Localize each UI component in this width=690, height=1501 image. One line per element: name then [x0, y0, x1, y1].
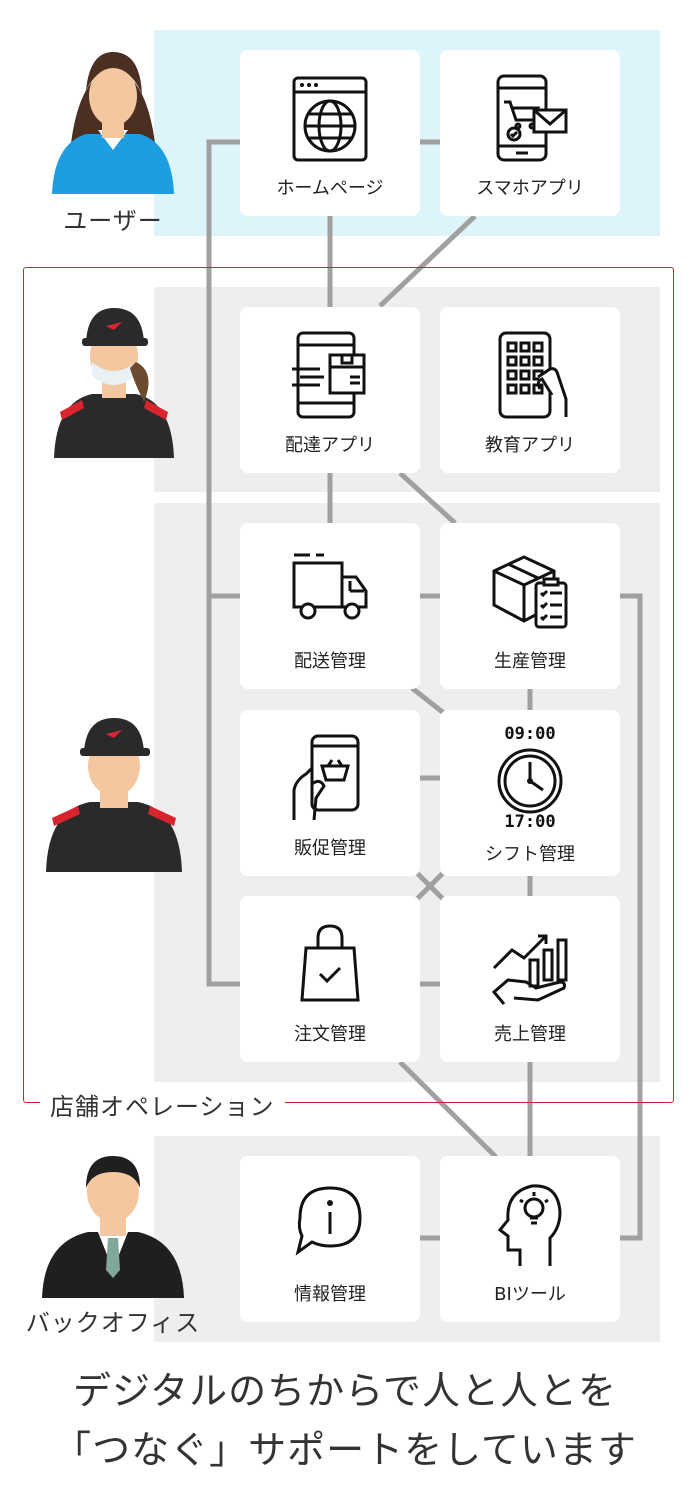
card-label: 情報管理: [294, 1284, 366, 1305]
card-order-mgmt[interactable]: 注文管理: [240, 896, 420, 1062]
tablet-package-icon: [292, 331, 366, 419]
clock-end-time: 17:00: [504, 812, 556, 832]
card-sales-promo-mgmt[interactable]: 販促管理: [240, 710, 420, 876]
phone-cart-mail-icon: [496, 74, 568, 162]
user-role-label: ユーザー: [63, 207, 163, 235]
clock-icon: [497, 748, 563, 814]
card-label: ホームページ: [276, 178, 384, 199]
shopping-bag-check-icon: [300, 924, 360, 1002]
phone-keypad-icon: [498, 331, 568, 419]
back-office-role-label: バックオフィス: [25, 1309, 201, 1337]
card-label: スマホアプリ: [476, 178, 584, 199]
card-delivery-app[interactable]: 配達アプリ: [240, 307, 420, 473]
card-production-mgmt[interactable]: 生産管理: [440, 523, 620, 689]
card-smartphone-app[interactable]: スマホアプリ: [440, 50, 620, 216]
card-label: 売上管理: [494, 1024, 566, 1045]
info-bubble-icon: [295, 1186, 362, 1256]
card-label: BIツール: [494, 1284, 566, 1305]
truck-icon: [292, 553, 368, 620]
store-operations-label: 店舗オペレーション: [40, 1087, 285, 1122]
card-bi-tool[interactable]: BIツール: [440, 1156, 620, 1322]
globe-browser-icon: [292, 76, 368, 162]
card-label: 注文管理: [294, 1024, 366, 1045]
card-label: 販促管理: [294, 838, 366, 859]
card-homepage[interactable]: ホームページ: [240, 50, 420, 216]
clock-start-time: 09:00: [504, 724, 556, 744]
card-education-app[interactable]: 教育アプリ: [440, 307, 620, 473]
box-checklist-icon: [492, 555, 568, 629]
head-lightbulb-icon: [497, 1184, 562, 1266]
store-staff-avatar-icon: [46, 718, 182, 872]
card-label: 生産管理: [494, 651, 566, 672]
store-operations-frame: [23, 267, 674, 1103]
card-label: 配達アプリ: [285, 435, 375, 456]
back-office-avatar-icon: [42, 1156, 184, 1298]
card-revenue-mgmt[interactable]: 売上管理: [440, 896, 620, 1062]
tagline-line-2: 「つなぐ」サポートをしています: [53, 1428, 637, 1472]
tagline-line-1: デジタルのちからで人と人とを: [72, 1369, 618, 1413]
card-label: 配送管理: [294, 651, 366, 672]
hand-growth-chart-icon: [491, 934, 568, 1005]
card-shipping-mgmt[interactable]: 配送管理: [240, 523, 420, 689]
card-info-mgmt[interactable]: 情報管理: [240, 1156, 420, 1322]
hand-phone-basket-icon: [292, 734, 360, 821]
card-label: シフト管理: [485, 844, 575, 865]
delivery-staff-avatar-icon: [54, 308, 174, 458]
card-shift-mgmt[interactable]: 09:00 17:00 シフト管理: [440, 710, 620, 876]
user-avatar-icon: [52, 52, 174, 194]
card-label: 教育アプリ: [485, 435, 575, 456]
